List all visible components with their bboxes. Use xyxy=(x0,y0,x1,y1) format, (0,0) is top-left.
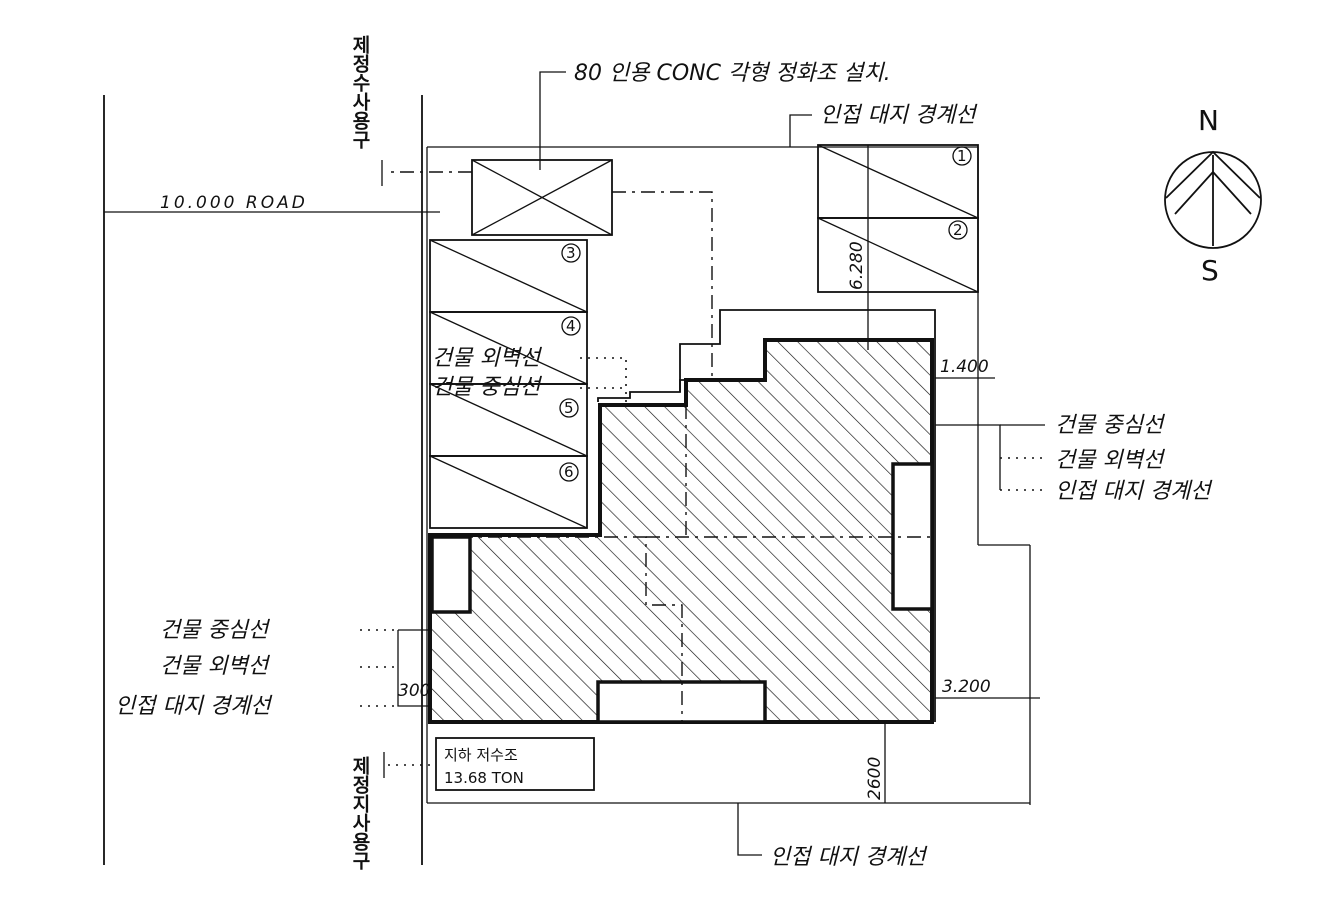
right-center-line-label: 건물 중심선 xyxy=(1055,413,1166,438)
water-tank-label-2: 13.68 TON xyxy=(444,769,524,787)
vertical-bottom-label: 제정지사용구 xyxy=(349,756,371,871)
boundary-top-label: 인접 대지 경계선 xyxy=(820,103,978,128)
mid-center-line-label: 건물 중심선 xyxy=(432,375,543,400)
parking-num-1: 1 xyxy=(957,147,967,165)
building-center-line xyxy=(430,536,683,722)
compass-chevron-inner xyxy=(1174,170,1252,215)
septic-tank-label: 80 인용 CONC 각형 정화조 설치. xyxy=(574,61,891,86)
boundary-bottom-leader xyxy=(737,803,762,856)
septic-pipe xyxy=(612,191,713,380)
parking-1-diagonal xyxy=(817,144,979,219)
septic-tank-cross-b xyxy=(471,159,613,236)
parking-num-5-circle xyxy=(559,398,579,418)
building-outer-wall-line xyxy=(597,309,936,722)
right-boundary-label: 인접 대지 경계선 xyxy=(1055,479,1213,504)
dim-3200: 3.200 xyxy=(942,677,991,697)
parking-3-diagonal xyxy=(429,239,588,313)
parking-2-diagonal xyxy=(817,217,979,293)
parking-num-3: 3 xyxy=(566,244,576,262)
left-boundary-label: 인접 대지 경계선 xyxy=(115,694,273,719)
mid-outer-wall-label: 건물 외벽선 xyxy=(432,346,543,371)
right-callout-leader xyxy=(935,424,1001,490)
parking-num-2-circle xyxy=(948,220,968,240)
recess-left xyxy=(430,535,472,614)
boundary-bottom-label: 인접 대지 경계선 xyxy=(770,845,928,870)
dim-1400: 1.400 xyxy=(940,357,989,377)
compass-chevron-outer xyxy=(1165,150,1261,199)
left-center-line-label: 건물 중심선 xyxy=(160,618,271,643)
building-footprint xyxy=(428,338,934,724)
dim-2600: 2600 xyxy=(865,757,885,800)
compass-south: S xyxy=(1201,254,1219,287)
parking-num-1-circle xyxy=(952,146,972,166)
parking-num-3-circle xyxy=(561,243,581,263)
left-outer-wall-label: 건물 외벽선 xyxy=(160,654,271,679)
parking-space-6 xyxy=(429,455,588,529)
vertical-top-label: 제정수사용구 xyxy=(349,35,371,150)
road-label: 10.000 ROAD xyxy=(160,193,308,213)
septic-tank xyxy=(471,159,613,236)
parking-5-diagonal xyxy=(429,383,588,457)
water-tank-box xyxy=(435,737,595,791)
parking-num-4: 4 xyxy=(566,317,576,335)
parking-num-5: 5 xyxy=(564,399,574,417)
compass-north: N xyxy=(1198,104,1219,137)
parking-num-4-circle xyxy=(561,316,581,336)
dim-6280: 6.280 xyxy=(847,241,867,290)
water-tank-label-1: 지하 저수조 xyxy=(444,746,518,764)
parking-num-6-circle xyxy=(559,462,579,482)
parking-num-2: 2 xyxy=(953,221,963,239)
north-compass: N S xyxy=(1164,104,1262,287)
septic-leader xyxy=(539,71,566,170)
parking-6-diagonal xyxy=(429,455,588,529)
left-callout-leader xyxy=(397,630,430,707)
parking-num-6: 6 xyxy=(564,463,574,481)
parking-space-2 xyxy=(817,217,979,293)
parking-4-diagonal xyxy=(429,311,588,385)
right-outer-wall-label: 건물 외벽선 xyxy=(1055,448,1166,473)
boundary-top-leader xyxy=(789,114,812,147)
dim-300: 300 xyxy=(398,681,430,701)
